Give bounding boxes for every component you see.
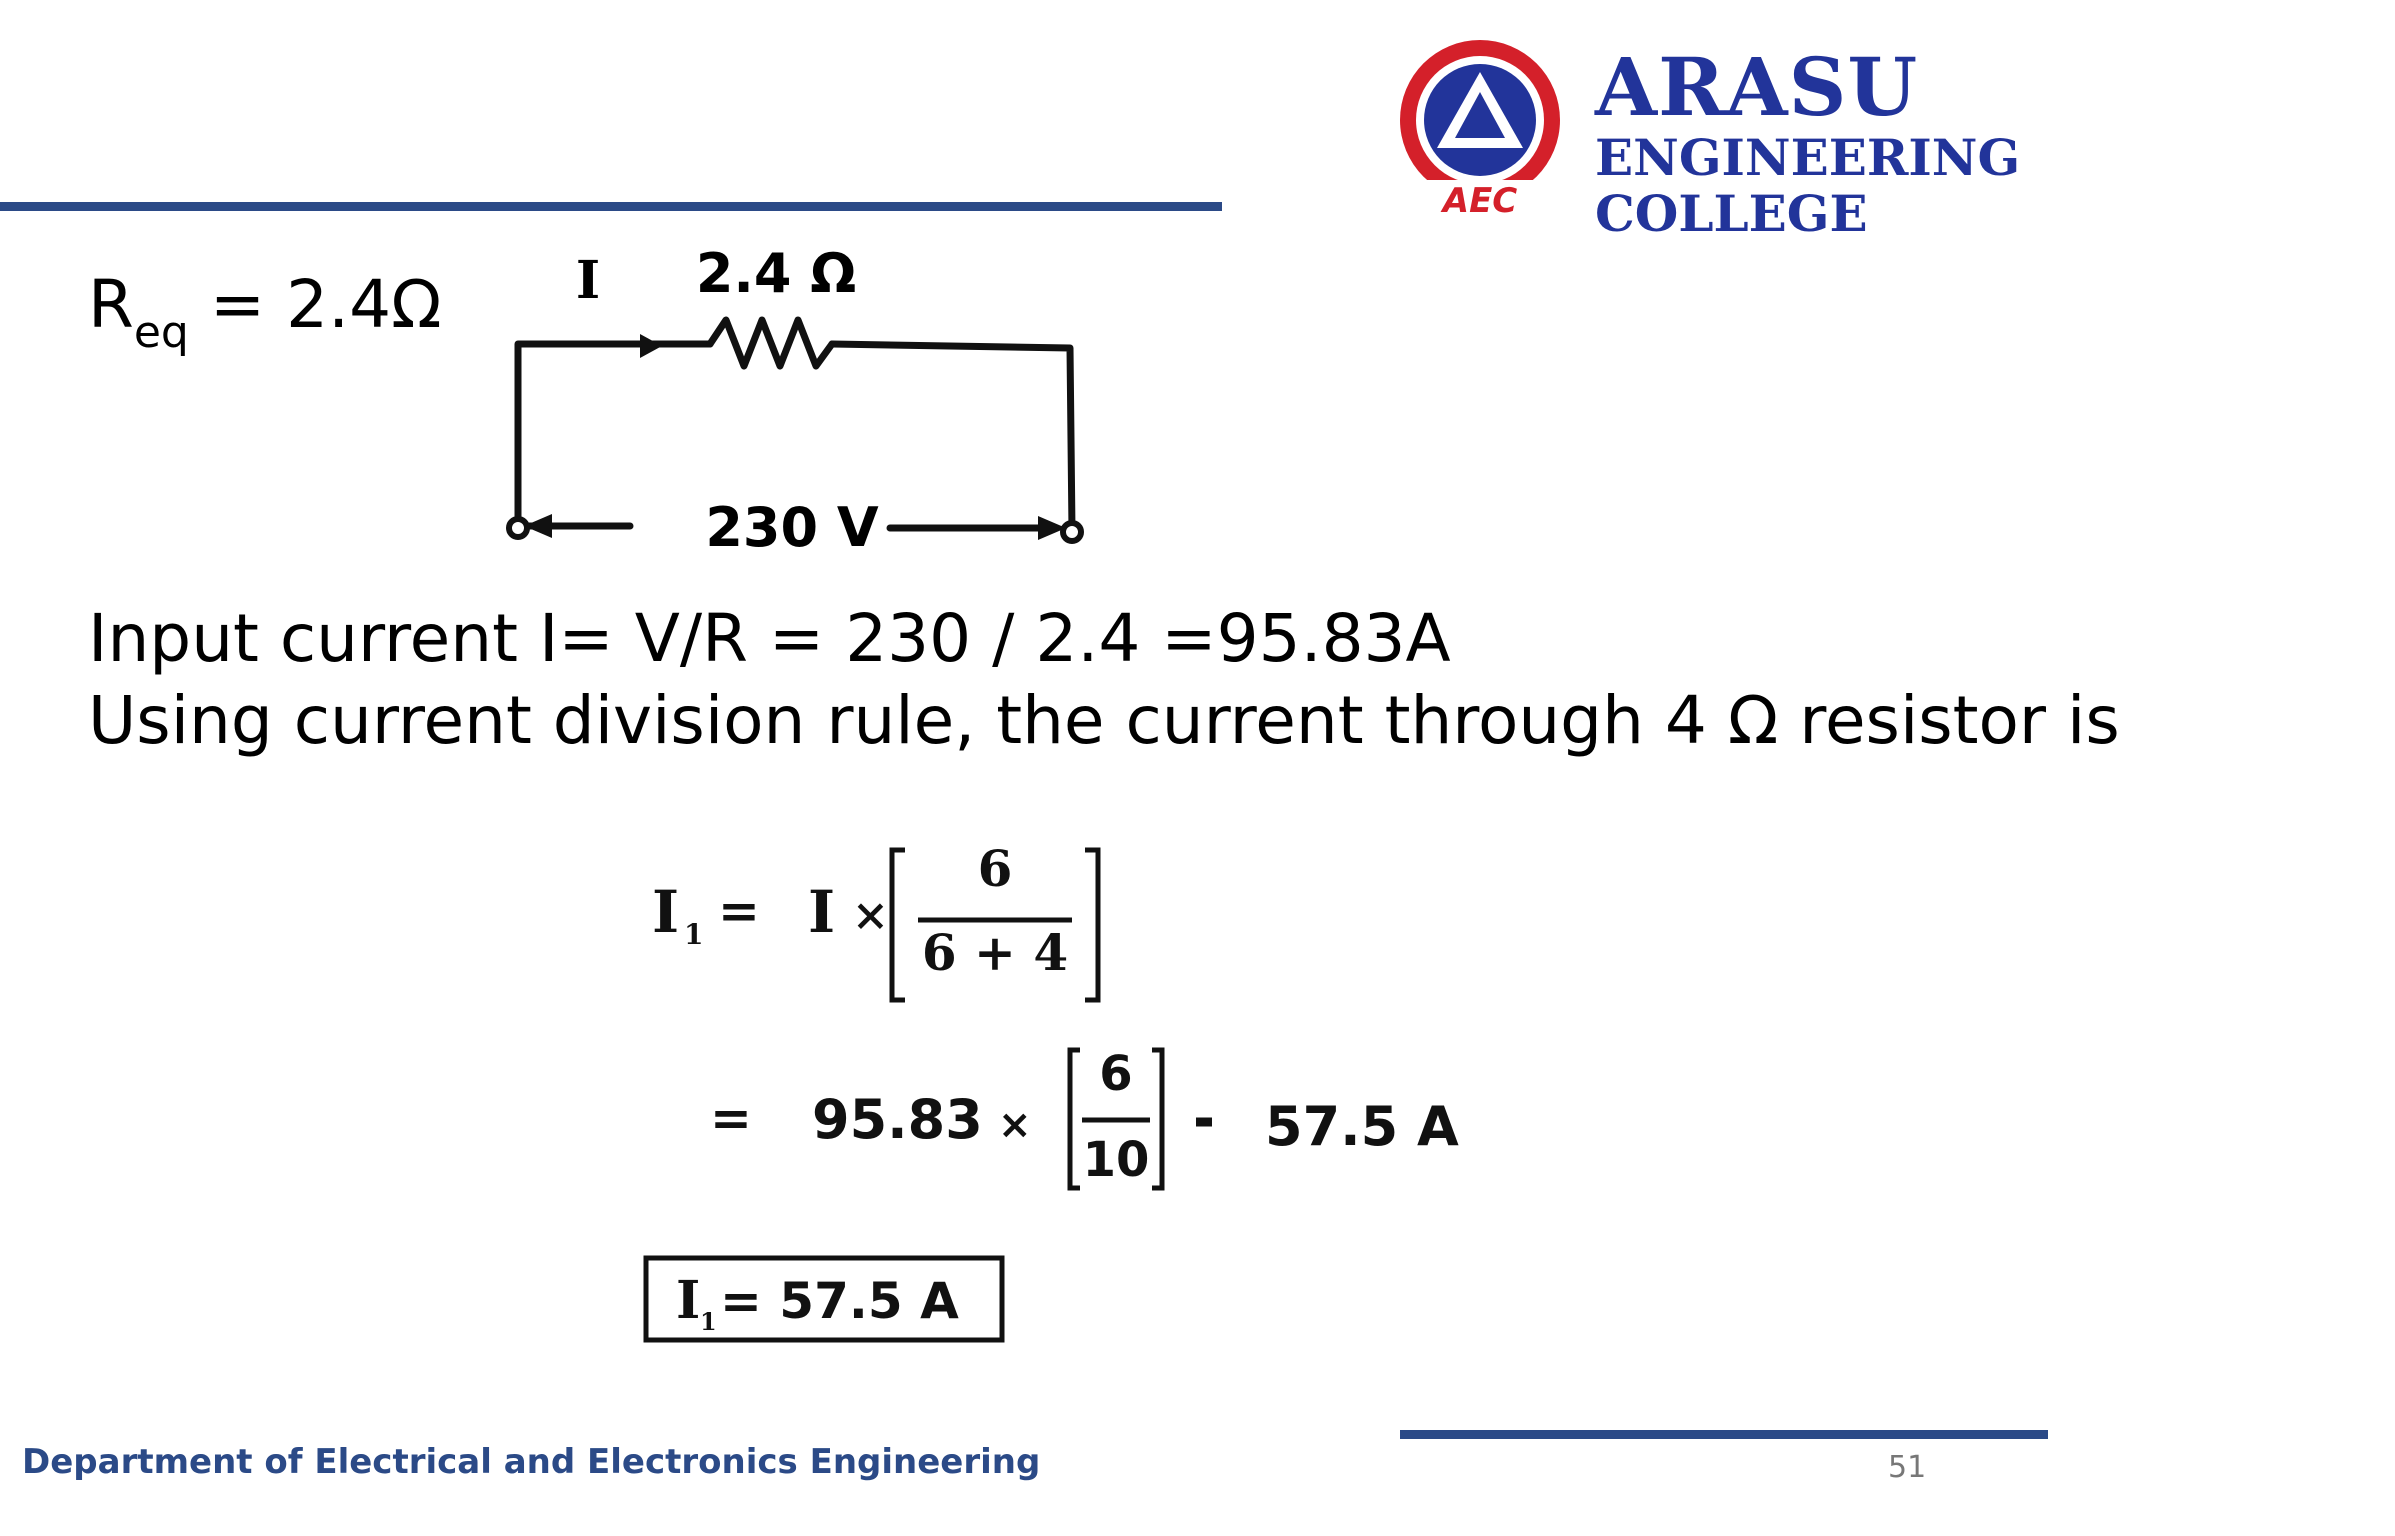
footer-department: Department of Electrical and Electronics… [22,1442,1041,1482]
college-seal-icon: AEC [1400,40,1560,221]
resistor-icon [706,316,836,370]
logo-line-college: COLLEGE [1595,184,1868,243]
equivalent-resistance: Req = 2.4Ω [88,266,442,358]
seal-abbrev: AEC [1440,181,1518,221]
times-1: × [852,890,889,941]
fraction1-numerator: 6 [978,839,1013,898]
voltage-label: 230 V [705,496,879,559]
req-subscript: eq [133,307,189,358]
boxed-result-text: = 57.5 A [720,1272,959,1330]
bracket1-right-icon [1085,847,1101,1003]
current-division-text: Using current division rule, the current… [88,682,2120,759]
logo-line-engineering: ENGINEERING [1595,128,2021,187]
terminal-left-icon [506,516,530,540]
voltage-arrow-right-icon [1038,516,1066,540]
terminal-right-icon [1060,520,1084,544]
voltage-arrow-left-icon [524,514,552,538]
i-symbol: I [808,878,835,946]
college-logo: AEC ARASU ENGINEERING COLLEGE [1395,30,2395,242]
bracket1-left-icon [889,847,905,1003]
top-rule [0,202,1222,211]
bottom-rule [1400,1430,2048,1439]
boxed-i1-subscript: 1 [700,1307,717,1336]
bracket2-left-icon [1067,1047,1080,1191]
circuit-wire-left [514,340,714,535]
value-9583: 95.83 [812,1088,983,1151]
circuit-diagram: I 2.4 Ω 230 V [506,242,1084,559]
fraction2-numerator: 6 [1099,1046,1132,1102]
boxed-i1-symbol: I [676,1270,700,1331]
circuit-wire-right [828,340,1076,535]
input-current-text: Input current I= V/R = 230 / 2.4 =95.83A [88,600,1451,677]
current-label: I [576,250,600,311]
fraction1-denominator: 6 + 4 [922,923,1068,982]
equals-1: = [718,881,760,940]
i1-symbol: I [652,878,679,946]
bracket2-right-icon [1152,1047,1165,1191]
req-value: = 2.4Ω [188,266,442,343]
result-value: 57.5 A [1265,1095,1459,1158]
logo-line-arasu: ARASU [1595,40,1919,134]
resistor-label: 2.4 Ω [696,242,856,305]
boxed-result-frame [643,1255,1005,1343]
current-division-equation: I 1 = I × 6 6 + 4 = 95.83 × 6 10 57.5 A … [643,839,1459,1343]
page-number: 51 [1888,1450,1927,1485]
equals-2: = [710,1089,752,1147]
current-arrow-icon [640,334,662,358]
fraction2-denominator: 10 [1083,1132,1150,1188]
i1-subscript: 1 [684,918,703,951]
times-2: × [998,1102,1032,1148]
